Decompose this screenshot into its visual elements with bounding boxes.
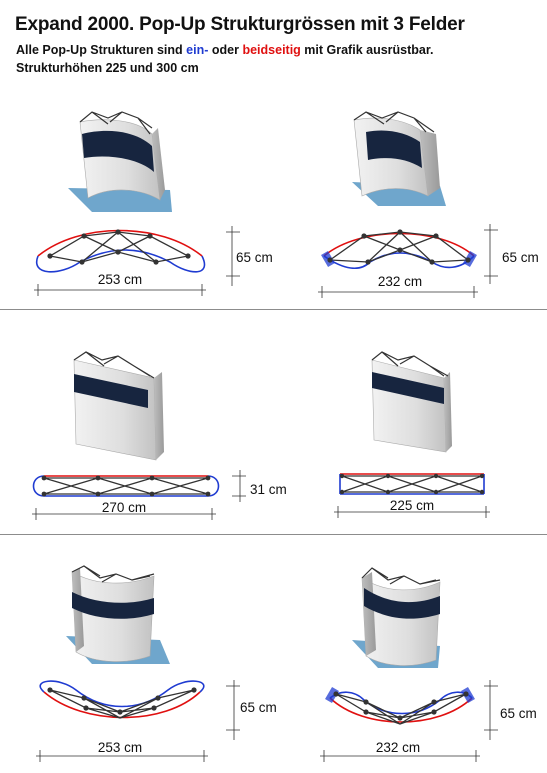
width-dimension-line [32, 508, 216, 520]
display-side [154, 372, 164, 460]
one-sided-arc [35, 249, 206, 273]
top-frame [371, 351, 449, 377]
width-label: 253 cm [97, 740, 143, 755]
subtitle-prefix: Alle Pop-Up Strukturen sind [16, 43, 183, 57]
truss-frame [43, 477, 209, 495]
pop-up-display-render [73, 351, 164, 461]
depth-dimension-line [484, 680, 498, 740]
one-sided-arc [39, 680, 205, 708]
section-divider [0, 309, 547, 310]
display-side [444, 372, 452, 452]
two-sided-arc [329, 697, 473, 723]
one-sided-arc [323, 252, 475, 269]
structure-5 [36, 565, 240, 762]
two-sided-arc [43, 691, 201, 719]
display-side [152, 128, 165, 200]
display-wall [73, 359, 157, 461]
floor-plan [32, 470, 246, 520]
floor-plan [34, 226, 240, 296]
top-frame [79, 111, 153, 135]
floor-plan [320, 680, 498, 762]
top-frame [361, 567, 441, 585]
subtitle-ein: ein- [186, 43, 209, 57]
subtitle-graphics: Alle Pop-Up Strukturen sind ein- oder be… [16, 43, 434, 57]
truss-frame [49, 689, 195, 719]
depth-dimension-line [226, 680, 240, 740]
width-dimension-line [320, 750, 480, 762]
one-sided-outline [32, 475, 220, 497]
depth-label: 65 cm [236, 250, 273, 265]
depth-dimension-line [232, 470, 246, 502]
pop-up-display-render [352, 567, 441, 668]
top-frame [71, 565, 155, 583]
graphic-banner [366, 130, 422, 168]
width-label: 225 cm [389, 498, 435, 513]
end-cap-left [325, 686, 339, 704]
width-label: 232 cm [377, 274, 423, 289]
width-label: 253 cm [97, 272, 143, 287]
width-label: 232 cm [375, 740, 421, 755]
width-dimension-line [36, 750, 208, 762]
width-dimension-line [34, 284, 206, 296]
width-dimension-line [334, 506, 490, 518]
graphic-banner [72, 592, 154, 619]
display-wall [371, 359, 447, 453]
structure-3 [32, 351, 246, 520]
width-label: 270 cm [101, 500, 147, 515]
pop-up-display-render [352, 111, 446, 206]
pop-up-display-render [68, 111, 172, 212]
one-sided-arc [329, 691, 473, 715]
structure-1 [34, 111, 240, 296]
display-side [420, 130, 440, 196]
subtitle-beidseitig: beidseitig [242, 43, 301, 57]
structure-2 [318, 111, 498, 298]
subtitle-oder: oder [211, 43, 239, 57]
depth-dimension-line [484, 224, 498, 284]
subtitle-heights: Strukturhöhen 225 und 300 cm [16, 61, 199, 75]
graphic-banner [372, 372, 444, 404]
structure-6 [320, 567, 498, 762]
section-divider [0, 534, 547, 535]
graphic-banner [364, 588, 440, 619]
one-sided-line [339, 474, 485, 495]
graphic-banner [74, 374, 148, 408]
top-frame [353, 111, 435, 133]
depth-dimension-line [226, 226, 240, 286]
depth-label: 65 cm [502, 250, 539, 265]
truss-frame [341, 475, 483, 493]
depth-label: 65 cm [500, 706, 537, 721]
floor-plan [318, 224, 498, 298]
depth-label: 31 cm [250, 482, 287, 497]
depth-label: 65 cm [240, 700, 277, 715]
structure-4 [334, 351, 490, 518]
graphic-banner [82, 130, 154, 172]
truss-frame [329, 231, 469, 263]
floor-plan [334, 473, 490, 518]
page-title: Expand 2000. Pop-Up Strukturgrössen mit … [15, 14, 465, 35]
top-frame [73, 351, 155, 379]
pop-up-display-render [371, 351, 452, 453]
pop-up-display-render [66, 565, 170, 664]
truss-frame [49, 231, 189, 263]
width-dimension-line [318, 286, 478, 298]
floor-plan [36, 680, 240, 762]
subtitle-suffix: mit Grafik ausrüstbar. [304, 43, 434, 57]
